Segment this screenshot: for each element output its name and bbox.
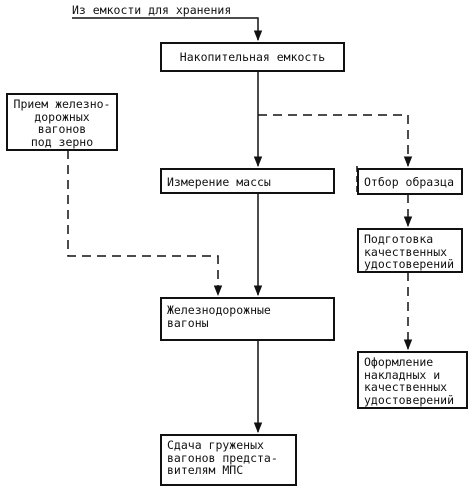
reception-to-railcars-arrow (67, 150, 223, 297)
node-documents: Оформление накладных и качественных удос… (357, 351, 468, 409)
branch-to-sampling-arrow (258, 114, 413, 168)
source-arrow (72, 17, 263, 42)
node-sampling: Отбор образца (357, 168, 463, 195)
node-reception: Прием железно- дорожных вагонов под зерн… (6, 93, 118, 151)
node-storage: Накопительная емкость (160, 42, 345, 72)
node-handover: Сдача груженых вагонов предста- вителям … (160, 434, 297, 486)
node-railcars: Железнодорожные вагоны (160, 297, 335, 341)
node-weighing: Измерение массы (160, 168, 335, 194)
source-label: Из емкости для хранения (72, 3, 232, 17)
node-cert-prep: Подготовка качественных удостоверений (357, 228, 463, 273)
